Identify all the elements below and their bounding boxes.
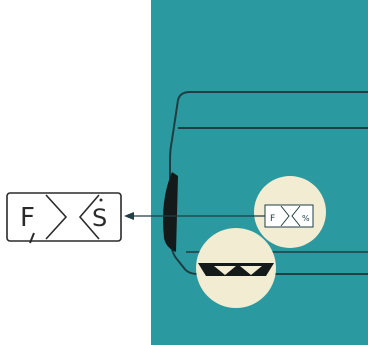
chevron-separator-icon <box>45 194 100 240</box>
side-knob <box>163 172 178 252</box>
wedge-indicator-icon <box>198 263 274 276</box>
callout-right-letter: S <box>92 204 107 232</box>
callout-key: F S <box>6 192 122 244</box>
callout-dot-marker <box>99 198 103 202</box>
callout-tick-mark <box>29 232 35 244</box>
arrow-pointer-icon <box>124 212 134 220</box>
small-key-right-letter: % <box>302 214 310 223</box>
callout-left-letter: F <box>20 203 35 233</box>
small-key-left-letter: F <box>270 214 275 224</box>
small-key-diagram: F % <box>264 204 314 228</box>
